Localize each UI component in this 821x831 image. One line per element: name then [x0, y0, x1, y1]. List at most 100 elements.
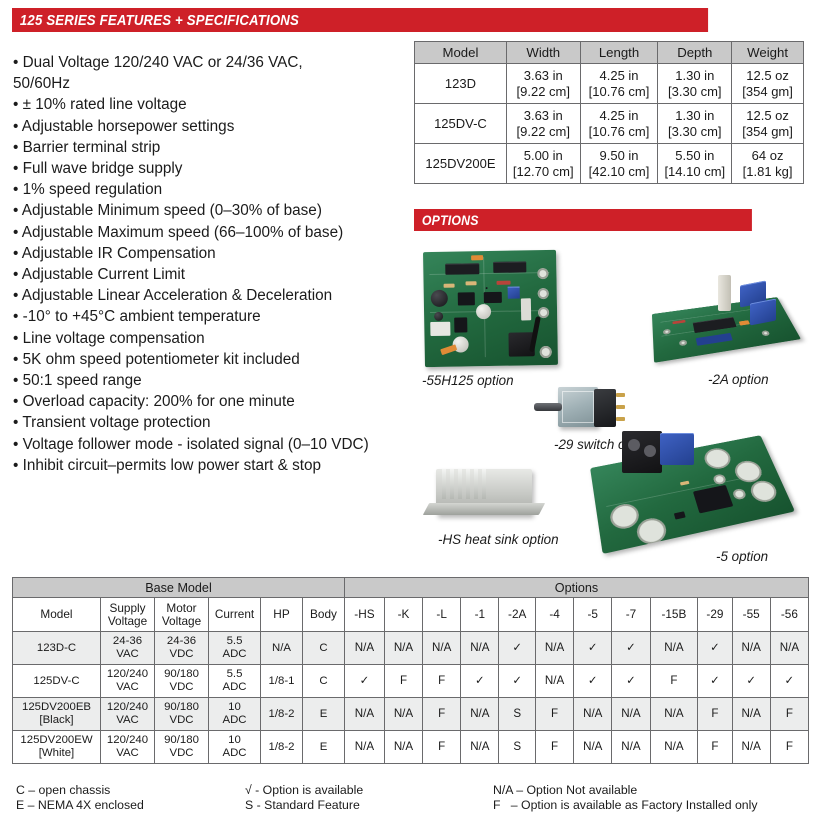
spec-cell-model: 125DV-C — [414, 103, 507, 144]
matrix-cell-body: C — [302, 631, 345, 665]
matrix-col-header-option-56: -56 — [769, 597, 810, 632]
features-list: • Dual Voltage 120/240 VAC or 24/36 VAC,… — [13, 52, 413, 476]
matrix-col-header-option-K: -K — [383, 597, 424, 632]
figure-2a-option: -2A option — [651, 275, 801, 387]
matrix-cell-option-55: N/A — [731, 730, 771, 764]
matrix-cell-option-K: N/A — [383, 697, 424, 731]
feature-item: • 1% speed regulation — [13, 181, 163, 199]
spec-value-metric: [42.10 cm] — [588, 163, 650, 179]
matrix-cell-current: 10 ADC — [208, 697, 261, 731]
option-figures-group: -55H125 option -2A option — [414, 243, 814, 564]
matrix-cell-option-7: N/A — [611, 730, 651, 764]
matrix-cell-option-HS: N/A — [344, 631, 385, 665]
spec-value-metric: [9.22 cm] — [516, 83, 570, 99]
feature-item: • Adjustable Maximum speed (66–100% of b… — [13, 223, 344, 241]
feature-item: • Voltage follower mode - isolated signa… — [13, 435, 369, 453]
matrix-col-header-option-7: -7 — [611, 597, 651, 632]
matrix-cell-option-1: N/A — [460, 697, 500, 731]
spec-value-imperial: 9.50 in — [599, 148, 639, 163]
matrix-col-header-current: Current — [208, 597, 261, 632]
matrix-col-header-option-2A: -2A — [498, 597, 536, 632]
feature-item: • -10° to +45°C ambient temperature — [13, 308, 261, 326]
matrix-cell-current: 5.5 ADC — [208, 631, 261, 665]
figure-caption-55h125: -55H125 option — [422, 373, 514, 388]
spec-value-imperial: 12.5 oz — [746, 108, 789, 123]
spec-value-metric: [3.30 cm] — [668, 83, 722, 99]
feature-item: • Adjustable Linear Acceleration & Decel… — [13, 287, 333, 305]
matrix-cell-motor-voltage: 90/180 VDC — [154, 697, 209, 731]
matrix-col-header-option-5: -5 — [573, 597, 613, 632]
figure-5-option: -5 option — [590, 431, 796, 564]
spec-cell-model: 125DV200E — [414, 143, 507, 184]
matrix-cell-option-56: F — [769, 697, 810, 731]
feature-item: • Line voltage compensation — [13, 329, 205, 347]
matrix-cell-hp: 1/8-1 — [260, 664, 303, 698]
spec-value-imperial: 64 oz — [751, 148, 784, 163]
matrix-cell-option-1: ✓ — [460, 664, 500, 698]
matrix-cell-supply-voltage: 24-36 VAC — [100, 631, 155, 665]
spec-value-metric: [354 gm] — [742, 123, 793, 139]
feature-item: • Adjustable IR Compensation — [13, 244, 216, 262]
spec-value-imperial: 5.50 in — [675, 148, 715, 163]
matrix-cell-option-5: N/A — [573, 697, 613, 731]
matrix-col-header-body: Body — [302, 597, 345, 632]
feature-item: • Inhibit circuit–permits low power star… — [13, 456, 322, 474]
matrix-col-header-option-15B: -15B — [649, 597, 699, 632]
matrix-cell-option-15B: N/A — [649, 730, 699, 764]
spec-value-imperial: 12.5 oz — [746, 68, 789, 83]
options-banner-title: OPTIONS — [414, 209, 752, 231]
spec-table-header-row: Model Width Length Depth Weight — [414, 41, 804, 64]
figure-55h125-option: -55H125 option — [422, 249, 558, 388]
matrix-cell-option-K: N/A — [383, 631, 424, 665]
feature-item: • Transient voltage protection — [13, 414, 211, 432]
matrix-cell-option-29: F — [697, 697, 733, 731]
matrix-col-header-option-29: -29 — [697, 597, 733, 632]
feature-item: • Overload capacity: 200% for one minute — [13, 393, 295, 411]
spec-cell-width: 3.63 in[9.22 cm] — [505, 63, 581, 104]
spec-header-model: Model — [414, 41, 507, 64]
feature-item: • 50:1 speed range — [13, 372, 142, 390]
matrix-cell-current: 10 ADC — [208, 730, 261, 764]
pcb-board-55h125-image — [423, 249, 558, 368]
matrix-cell-option-L: N/A — [422, 631, 462, 665]
matrix-cell-option-4: N/A — [534, 631, 575, 665]
spec-value-imperial: 4.25 in — [599, 108, 639, 123]
feature-item: • Full wave bridge supply — [13, 160, 183, 178]
spec-cell-length: 9.50 in[42.10 cm] — [579, 143, 659, 184]
matrix-cell-option-HS: N/A — [344, 697, 385, 731]
matrix-cell-option-55: N/A — [731, 697, 771, 731]
spec-value-metric: [10.76 cm] — [588, 123, 650, 139]
matrix-cell-model: 125DV200EW [White] — [12, 730, 101, 764]
feature-item: • Adjustable horsepower settings — [13, 117, 235, 135]
matrix-cell-option-L: F — [422, 697, 462, 731]
matrix-cell-supply-voltage: 120/240 VAC — [100, 697, 155, 731]
features-section-banner: 125 SERIES FEATURES + SPECIFICATIONS — [12, 8, 803, 32]
spec-cell-model: 123D — [414, 63, 507, 104]
matrix-cell-option-56: N/A — [769, 631, 810, 665]
feature-item: • Adjustable Current Limit — [13, 266, 186, 284]
feature-item: • ± 10% rated line voltage — [13, 96, 187, 114]
matrix-cell-option-5: N/A — [573, 730, 613, 764]
legend-entry: F – Option is available as Factory Insta… — [493, 797, 758, 812]
matrix-cell-motor-voltage: 90/180 VDC — [154, 664, 209, 698]
matrix-cell-option-L: F — [422, 664, 462, 698]
spec-cell-width: 3.63 in[9.22 cm] — [505, 103, 581, 144]
spec-cell-depth: 1.30 in[3.30 cm] — [657, 63, 733, 104]
matrix-cell-option-5: ✓ — [573, 631, 613, 665]
matrix-cell-model: 123D-C — [12, 631, 101, 665]
matrix-cell-hp: 1/8-2 — [260, 730, 303, 764]
matrix-cell-option-55: ✓ — [731, 664, 771, 698]
matrix-cell-option-L: F — [422, 730, 462, 764]
matrix-cell-option-15B: N/A — [649, 631, 699, 665]
figure-caption-hs-heat-sink: -HS heat sink option — [438, 532, 559, 547]
spec-header-depth: Depth — [657, 41, 733, 64]
matrix-cell-option-4: F — [534, 730, 575, 764]
matrix-group-header-options: Options — [344, 577, 809, 598]
